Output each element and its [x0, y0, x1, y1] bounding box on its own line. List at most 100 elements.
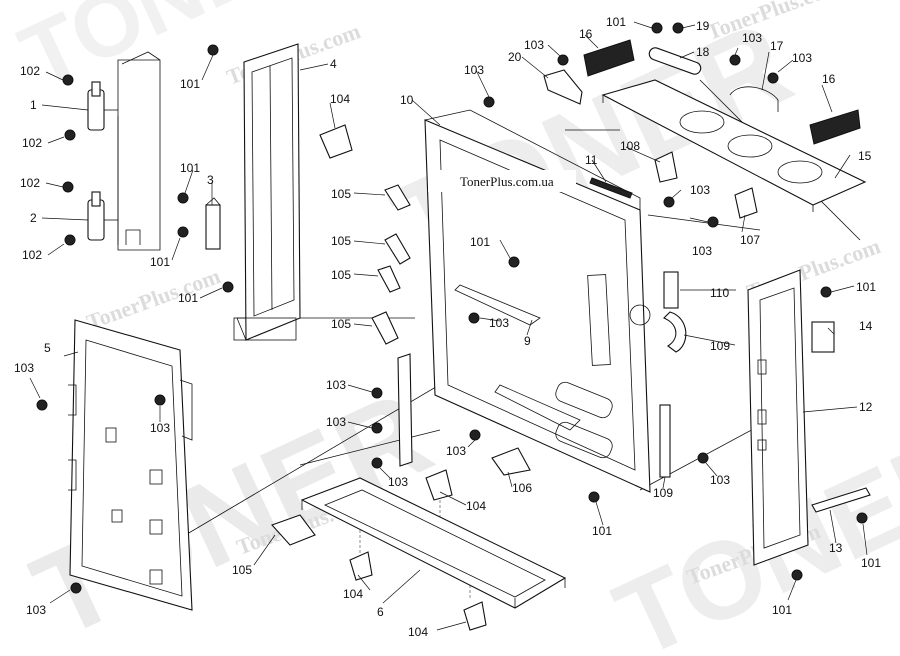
watermark-site-3: TonerPlus.com	[83, 263, 223, 334]
frame-top-part-10	[424, 109, 641, 210]
callout-103: 103	[792, 51, 812, 65]
callout-105: 105	[331, 187, 351, 201]
watermark-site-2: TonerPlus.com	[703, 0, 843, 45]
callout-102: 102	[20, 64, 40, 78]
callout-102: 102	[20, 176, 40, 190]
clips-part-104	[319, 124, 487, 631]
callout-101: 101	[592, 524, 612, 538]
callout-6: 6	[377, 605, 384, 619]
screw-icon	[729, 54, 741, 66]
screw-icon	[222, 281, 234, 293]
label-part-14	[811, 321, 835, 353]
callout-103: 103	[446, 444, 466, 458]
screw-icon	[468, 312, 480, 324]
strip-part-109-lower	[659, 404, 671, 478]
callout-16: 16	[579, 27, 593, 41]
callout-103: 103	[26, 603, 46, 617]
callout-103: 103	[388, 475, 408, 489]
block-part-16-left	[583, 39, 635, 77]
screw-icon	[207, 44, 219, 56]
clips-part-105	[271, 184, 411, 546]
callout-4: 4	[330, 57, 337, 71]
callout-101: 101	[150, 255, 170, 269]
callout-104: 104	[466, 499, 486, 513]
callout-106: 106	[512, 481, 532, 495]
block-part-16-right	[809, 109, 861, 145]
screw-icon	[791, 569, 803, 581]
callout-110: 110	[710, 286, 729, 300]
site-label-box: TonerPlus.com.ua	[428, 170, 576, 192]
side-frame-part-5	[68, 319, 193, 611]
callout-103: 103	[524, 38, 544, 52]
callout-103: 103	[464, 63, 484, 77]
callout-105: 105	[331, 234, 351, 248]
callout-101: 101	[856, 280, 876, 294]
callout-104: 104	[330, 92, 350, 106]
callout-14: 14	[859, 319, 873, 333]
callout-103: 103	[710, 473, 730, 487]
top-plate-part-15	[601, 79, 867, 212]
callout-101: 101	[470, 235, 490, 249]
callout-11: 11	[585, 153, 598, 167]
callout-101: 101	[861, 556, 881, 570]
rear-frame-outline	[117, 51, 161, 251]
screw-icon	[371, 457, 383, 469]
callout-103: 103	[742, 31, 762, 45]
hinge-part-1	[87, 81, 118, 131]
bracket-part-20	[543, 69, 583, 105]
callout-102: 102	[22, 136, 42, 150]
callout-101: 101	[606, 15, 626, 29]
screw-icon	[651, 22, 663, 34]
callout-104: 104	[408, 625, 428, 639]
connector-strip	[397, 353, 413, 467]
callout-labels: 102 1 102 102 2 102 101 4 104 101 3 101 …	[14, 15, 881, 639]
clip-part-107	[734, 187, 758, 219]
screw-icon	[64, 129, 76, 141]
callout-101: 101	[772, 603, 792, 617]
clip-part-108	[654, 151, 678, 183]
callout-101: 101	[178, 291, 198, 305]
screw-icon	[70, 582, 82, 594]
clip-part-106	[491, 447, 531, 476]
spacer-part-110	[663, 271, 679, 309]
callout-12: 12	[859, 400, 873, 414]
callout-105: 105	[331, 268, 351, 282]
side-panel-part-12	[747, 269, 809, 566]
screw-icon	[697, 452, 709, 464]
screw-icon	[588, 491, 600, 503]
curve-part-109-upper	[663, 311, 687, 353]
screw-icon	[62, 74, 74, 86]
bracket-part-3	[205, 197, 221, 250]
callout-102: 102	[22, 248, 42, 262]
callout-5: 5	[44, 341, 51, 355]
callout-3: 3	[207, 173, 214, 187]
screw-icon	[508, 256, 520, 268]
screw-icon	[856, 512, 868, 524]
callout-109: 109	[653, 486, 673, 500]
screw-icon	[177, 226, 189, 238]
callout-13: 13	[829, 541, 843, 555]
callout-19: 19	[696, 19, 710, 33]
screw-icon	[557, 54, 569, 66]
bar-part-18	[648, 47, 702, 75]
callout-101: 101	[180, 77, 200, 91]
screw-icon	[371, 422, 383, 434]
screw-icon	[707, 216, 719, 228]
callout-107: 107	[740, 233, 760, 247]
screw-icon	[62, 181, 74, 193]
screw-icon	[154, 394, 166, 406]
rail-part-4	[233, 43, 301, 341]
callout-103: 103	[326, 378, 346, 392]
callout-105: 105	[232, 563, 252, 577]
callout-20: 20	[508, 50, 522, 64]
screw-icon	[36, 399, 48, 411]
base-part-6	[300, 477, 567, 609]
screw-icon	[371, 387, 383, 399]
main-frame-part-9	[424, 119, 651, 493]
callout-1: 1	[30, 98, 37, 112]
screw-icon	[672, 22, 684, 34]
callout-108: 108	[620, 139, 640, 153]
hinge-part-2	[87, 191, 118, 241]
callout-10: 10	[400, 93, 414, 107]
